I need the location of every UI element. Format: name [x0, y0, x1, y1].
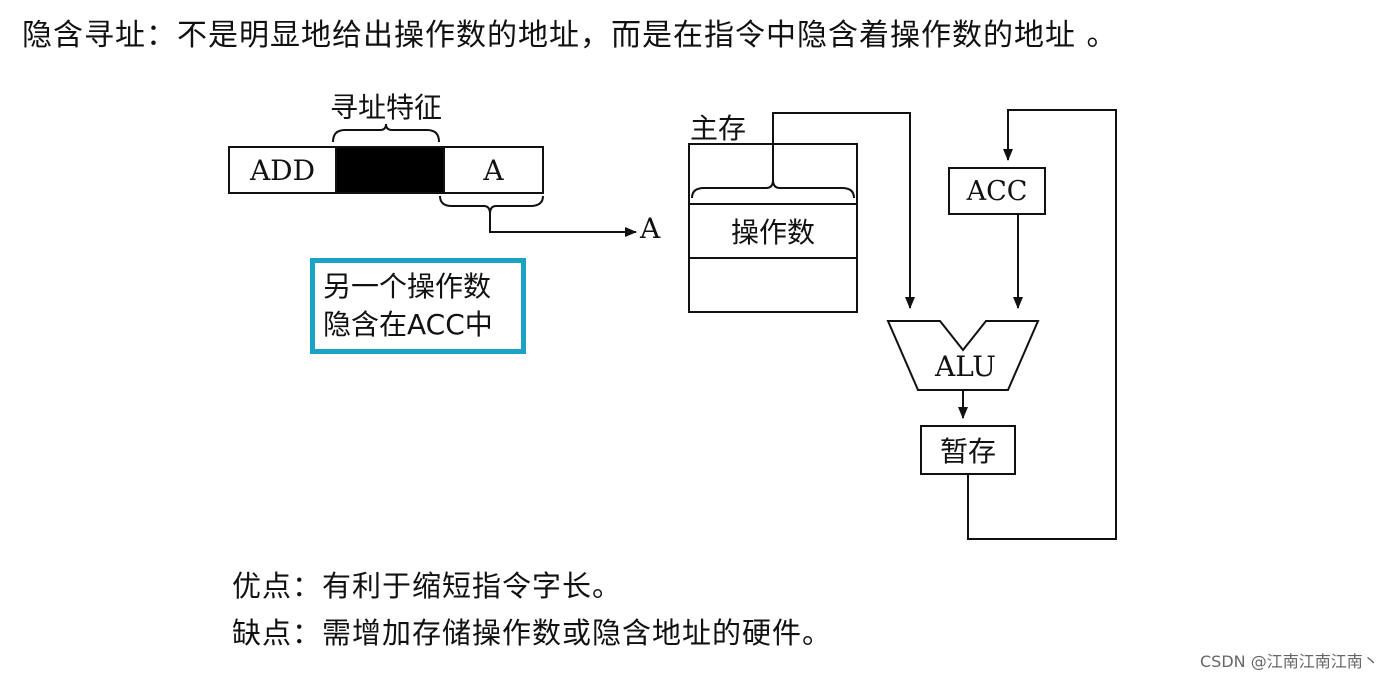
address-arrow	[489, 214, 637, 237]
note-line-1: 另一个操作数	[323, 270, 492, 303]
alu-shape	[886, 320, 1040, 391]
address-brace	[439, 195, 544, 215]
temp-register: 暂存	[920, 425, 1016, 475]
main-memory: 操作数	[688, 143, 858, 313]
note-line-2: 隐含在ACC中	[323, 308, 493, 341]
instruction-format: ADD A	[228, 146, 544, 194]
addressing-feature-label: 寻址特征	[330, 91, 443, 124]
disadvantage-text: 缺点：需增加存储操作数或隐含地址的硬件。	[232, 616, 833, 650]
operand-brace	[691, 179, 855, 199]
memory-operand-cell: 操作数	[688, 203, 858, 259]
address-field: A	[443, 148, 542, 192]
memory-title: 主存	[690, 112, 747, 145]
acc-register: ACC	[948, 167, 1046, 215]
feature-brace	[332, 123, 440, 143]
addressing-feature-field	[337, 148, 443, 192]
address-target-label: A	[640, 212, 661, 245]
opcode-field: ADD	[230, 148, 337, 192]
advantage-text: 优点：有利于缩短指令字长。	[232, 569, 623, 603]
alu-label: ALU	[935, 350, 996, 383]
watermark: CSDN @江南江南江南丶	[1200, 652, 1379, 671]
temp-to-acc-arrow	[967, 109, 1117, 540]
heading: 隐含寻址：不是明显地给出操作数的地址，而是在指令中隐含着操作数的地址 。	[22, 18, 1118, 53]
operand-to-alu-arrow	[772, 112, 915, 309]
note-box: 另一个操作数 隐含在ACC中	[310, 258, 526, 354]
